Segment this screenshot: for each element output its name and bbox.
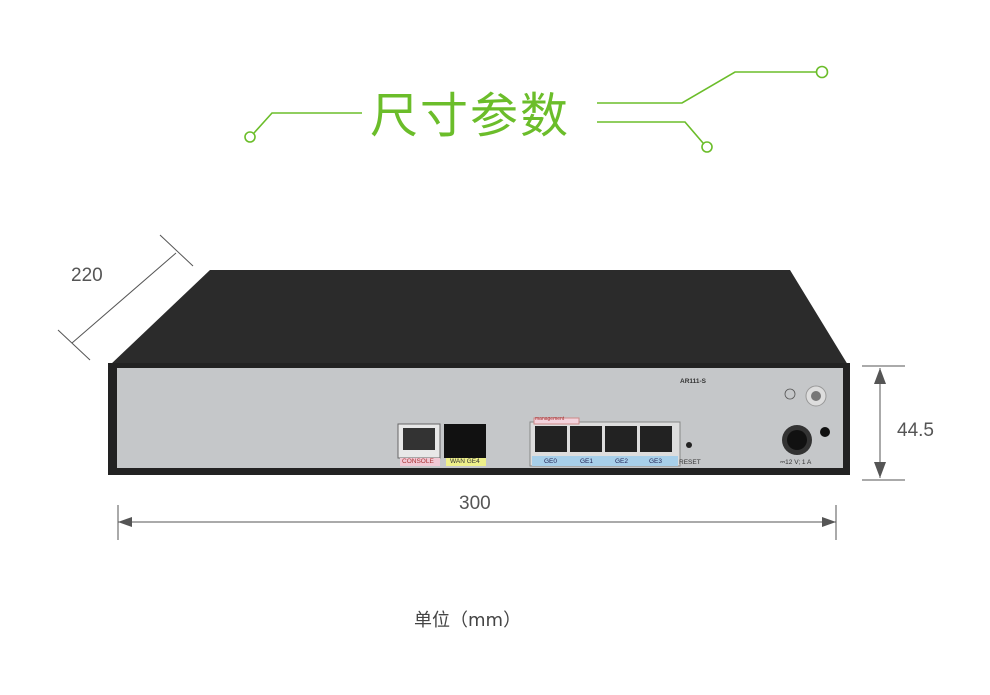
- depth-label: 220: [71, 265, 103, 286]
- ge2-label: GE2: [615, 458, 629, 465]
- width-label: 300: [459, 493, 491, 514]
- router-chassis: [108, 270, 850, 475]
- page-title: 尺寸参数: [370, 88, 571, 144]
- unit-label: 单位（mm）: [414, 610, 522, 631]
- console-port-label: CONSOLE: [402, 458, 434, 465]
- power-label: ⎓12 V; 1 A: [780, 459, 812, 466]
- ge3-label: GE3: [649, 458, 663, 465]
- model-label: AR111-S: [680, 378, 707, 385]
- wan-port-label: WAN GE4: [450, 458, 480, 465]
- management-label: management: [535, 416, 565, 422]
- dimension-lines: [57, 234, 905, 540]
- reset-label: RESET: [679, 459, 701, 466]
- height-label: 44.5: [897, 420, 934, 441]
- title-decoration: [244, 65, 829, 153]
- ge1-label: GE1: [580, 458, 594, 465]
- ge0-label: GE0: [544, 458, 558, 465]
